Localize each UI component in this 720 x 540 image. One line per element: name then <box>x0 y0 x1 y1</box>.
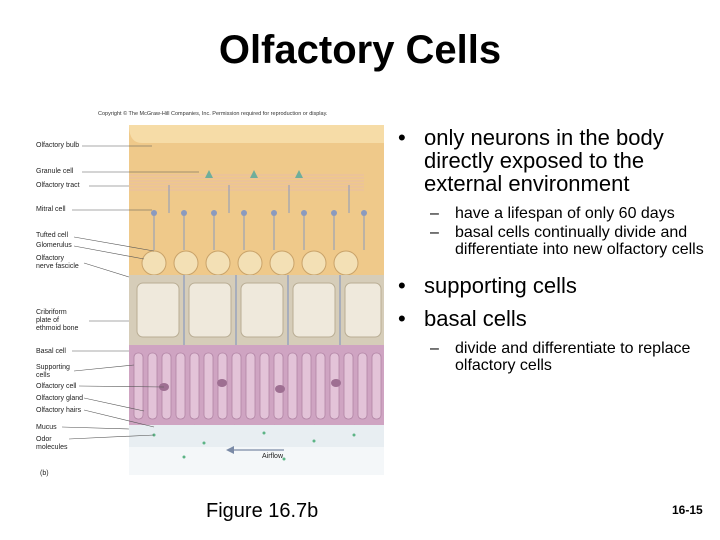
label-cribriform-plate: Cribriform plate of ethmoid bone <box>36 309 79 332</box>
sub-bullet-basal-cells-divide: basal cells continually divide and diffe… <box>392 224 710 258</box>
label-olfactory-nerve-fascicle: Olfactory nerve fascicle <box>36 255 79 270</box>
label-mucus: Mucus <box>36 424 57 431</box>
olfactory-epithelium-region <box>129 345 384 425</box>
slide-number: 16-15 <box>672 503 703 517</box>
olfactory-bulb-region <box>129 125 384 275</box>
label-odor-molecules: Odor molecules <box>36 436 68 451</box>
slide-title: Olfactory Cells <box>218 28 502 72</box>
sub-bullet-lifespan: have a lifespan of only 60 days <box>392 205 710 222</box>
label-olfactory-gland: Olfactory gland <box>36 395 84 402</box>
label-olfactory-bulb: Olfactory bulb <box>36 142 80 149</box>
bullet-olfactory-cells-exposed: only neurons in the body directly expose… <box>392 126 710 195</box>
label-basal-cell: Basal cell <box>36 348 66 355</box>
label-granule-cell: Granule cell <box>36 168 74 175</box>
label-olfactory-hairs: Olfactory hairs <box>36 407 82 414</box>
label-supporting-cells: Supporting cells <box>36 364 70 379</box>
copyright-notice: Copyright © The McGraw-Hill Companies, I… <box>98 111 328 117</box>
label-tufted-cell: Tufted cell <box>36 232 69 239</box>
label-glomerulus: Glomerulus <box>36 242 72 249</box>
label-olfactory-tract: Olfactory tract <box>36 182 80 189</box>
panel-letter: (b) <box>40 470 49 477</box>
mucus-layer <box>129 425 384 447</box>
label-olfactory-cell: Olfactory cell <box>36 383 77 390</box>
bullet-basal-cells: basal cells <box>392 307 710 330</box>
label-mitral-cell: Mitral cell <box>36 206 66 213</box>
sub-bullet-replace-cells: divide and differentiate to replace olfa… <box>392 340 710 374</box>
figure-caption: Figure 16.7b <box>206 500 319 522</box>
olfactory-diagram <box>61 125 384 475</box>
bullet-list: only neurons in the body directly expose… <box>392 126 710 376</box>
bullet-supporting-cells: supporting cells <box>392 274 710 297</box>
label-airflow: Airflow <box>262 453 284 460</box>
